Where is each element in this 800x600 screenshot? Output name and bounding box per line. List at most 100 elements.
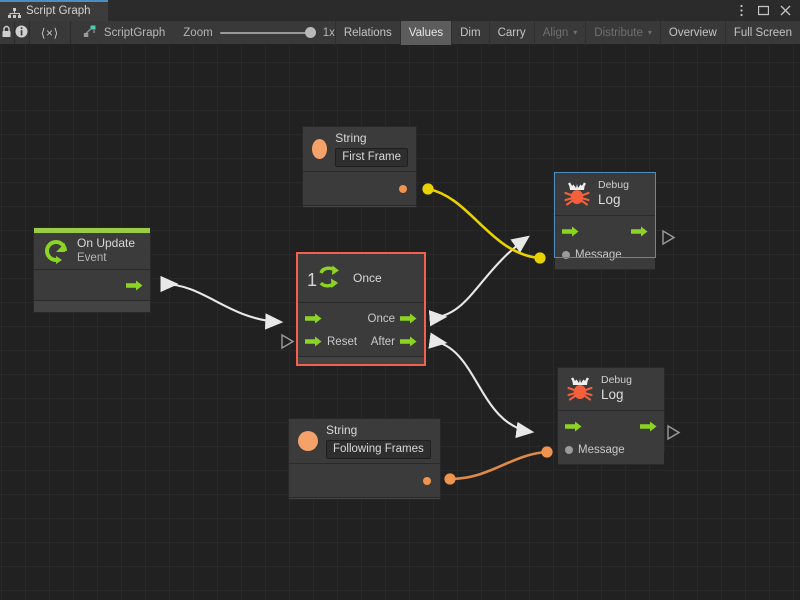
overview-label: Overview	[668, 27, 717, 39]
full-screen-button[interactable]: Full Screen	[724, 21, 800, 45]
breadcrumb[interactable]: ScriptGraph	[71, 21, 177, 44]
port-row-enter-once[interactable]: Once	[298, 308, 424, 329]
node-header: 1 Once	[298, 254, 424, 302]
port-row-flow[interactable]	[558, 416, 664, 437]
node-footer	[34, 300, 150, 312]
tab-bar-empty	[108, 0, 800, 21]
align-dropdown[interactable]: Align ▾	[533, 21, 586, 45]
wire-string1-to-debug-top[interactable]	[422, 183, 546, 264]
port-row-trigger-out[interactable]	[34, 275, 150, 296]
event-loop-icon	[43, 238, 69, 265]
node-header-text: Once	[353, 271, 382, 286]
port-row-flow[interactable]	[555, 221, 655, 242]
values-button[interactable]: Values	[399, 21, 452, 45]
node-string-first-frame[interactable]: String First Frame	[302, 126, 417, 208]
svg-text:1: 1	[307, 270, 317, 290]
wire-string2-to-debug-bot[interactable]	[444, 446, 553, 485]
lock-button[interactable]	[0, 21, 15, 44]
wire-onupdate-to-once[interactable]	[160, 275, 284, 330]
wire-once-to-debug-top[interactable]	[428, 235, 530, 327]
port-row-value-out[interactable]	[289, 469, 440, 493]
node-title: String	[335, 130, 367, 145]
node-ports	[289, 463, 440, 497]
kebab-menu-icon[interactable]	[735, 4, 748, 17]
port-in-message[interactable]: Message	[562, 249, 622, 261]
node-ports	[303, 171, 416, 205]
port-out-exit[interactable]	[640, 421, 657, 432]
dim-button[interactable]: Dim	[451, 21, 488, 45]
code-view-button[interactable]: ⟨×⟩	[30, 21, 71, 44]
graph-canvas[interactable]: On Update Event String First	[0, 45, 800, 600]
node-debug-log-bottom[interactable]: Debug Log Message	[557, 367, 665, 465]
relations-button[interactable]: Relations	[334, 21, 400, 45]
distribute-label: Distribute	[594, 27, 643, 39]
zoom-slider-track	[219, 31, 316, 34]
node-title: Once	[353, 270, 382, 285]
node-footer	[289, 497, 440, 499]
port-row-value-out[interactable]	[303, 177, 416, 201]
overview-button[interactable]: Overview	[659, 21, 725, 45]
node-subtitle: Log	[598, 191, 621, 207]
carry-label: Carry	[497, 27, 526, 39]
node-on-update[interactable]: On Update Event	[33, 227, 151, 313]
string-value-field[interactable]: First Frame	[335, 147, 408, 168]
node-debug-log-top[interactable]: Debug Log Message	[554, 172, 656, 270]
node-ports: Message	[555, 215, 655, 269]
node-title: Debug	[598, 179, 629, 192]
hierarchy-icon	[8, 6, 21, 18]
tab-bar: Script Graph	[0, 0, 800, 21]
port-out-value[interactable]	[423, 477, 431, 485]
zoom-value: 1x	[322, 26, 335, 39]
port-in-enter[interactable]	[305, 313, 322, 324]
angle-brackets-icon: ⟨×⟩	[40, 25, 59, 40]
zoom-slider[interactable]	[219, 26, 316, 40]
once-counter-icon: 1	[307, 264, 345, 292]
port-out-exit[interactable]	[631, 226, 648, 237]
port-out-trigger[interactable]	[126, 280, 143, 291]
string-value-field[interactable]: Following Frames	[326, 439, 431, 460]
info-icon	[15, 25, 28, 41]
node-header: On Update Event	[34, 233, 150, 270]
node-header-text: Debug Log	[598, 179, 629, 208]
port-stub-debug-top-out	[662, 229, 676, 246]
distribute-dropdown[interactable]: Distribute ▾	[585, 21, 660, 45]
port-label-message: Message	[575, 248, 622, 261]
node-footer	[555, 269, 655, 270]
port-out-once[interactable]: Once	[368, 313, 418, 325]
port-out-value[interactable]	[399, 185, 407, 193]
port-dot-message	[565, 445, 573, 454]
carry-button[interactable]: Carry	[488, 21, 534, 45]
maximize-icon[interactable]	[757, 4, 770, 17]
port-row-reset-after[interactable]: Reset After	[298, 331, 424, 352]
zoom-slider-knob[interactable]	[304, 27, 316, 38]
values-label: Values	[408, 27, 444, 39]
node-once[interactable]: 1 Once Once	[296, 252, 426, 366]
node-header: Debug Log	[555, 173, 655, 215]
wire-after-to-debug-bot[interactable]	[428, 332, 535, 439]
port-out-after[interactable]: After	[371, 336, 417, 348]
port-label-once: Once	[367, 312, 396, 325]
node-header-text: Debug Log	[601, 374, 632, 403]
node-header-text: On Update Event	[77, 236, 135, 265]
script-graph-icon	[83, 25, 97, 41]
zoom-label: Zoom	[183, 26, 213, 39]
port-row-message[interactable]: Message	[555, 244, 655, 265]
info-button[interactable]	[15, 21, 30, 44]
window-controls	[735, 0, 796, 21]
tab-script-graph[interactable]: Script Graph	[0, 0, 108, 21]
string-value-icon	[312, 139, 328, 159]
node-title: On Update	[77, 236, 136, 251]
node-ports	[34, 269, 150, 301]
port-in-reset[interactable]: Reset	[305, 336, 357, 348]
node-subtitle: Event	[77, 252, 107, 265]
node-string-following-frames[interactable]: String Following Frames	[288, 418, 441, 500]
chevron-down-icon: ▾	[647, 28, 652, 37]
node-header-text: String Following Frames	[326, 423, 431, 460]
port-in-enter[interactable]	[565, 421, 582, 432]
port-row-message[interactable]: Message	[558, 439, 664, 460]
port-in-enter[interactable]	[562, 226, 579, 237]
port-in-message[interactable]: Message	[565, 444, 625, 456]
close-icon[interactable]	[779, 4, 792, 17]
string-value-icon	[298, 431, 318, 451]
